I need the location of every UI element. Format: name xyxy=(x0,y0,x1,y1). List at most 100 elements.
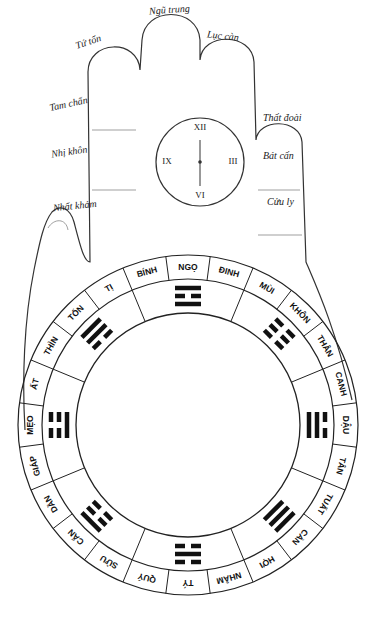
compass-ring xyxy=(18,255,358,595)
trigram xyxy=(82,501,112,531)
band-divider xyxy=(231,528,244,559)
trigram-line xyxy=(99,518,106,525)
trigram xyxy=(175,546,201,562)
direction-name: NHÂM xyxy=(215,570,242,585)
clock-numeral: VI xyxy=(194,191,206,201)
direction-name: CÀN xyxy=(290,527,309,546)
thumb-nail xyxy=(48,221,68,230)
ring-cell: BÍNH xyxy=(134,264,161,281)
trigram-line xyxy=(281,336,288,343)
direction-name: QUÝ xyxy=(137,571,157,584)
band-divider xyxy=(53,468,84,481)
finger-label: Thất đoài xyxy=(262,112,303,123)
cell-divider xyxy=(166,570,169,594)
ring-circle xyxy=(42,279,334,571)
trigram-line xyxy=(323,428,328,438)
ring-cell: ẤT xyxy=(28,375,42,393)
trigram-line xyxy=(105,513,112,520)
trigram xyxy=(264,319,294,349)
cell-divider xyxy=(123,560,132,582)
direction-name: DẬU xyxy=(342,416,351,434)
cell-divider xyxy=(244,268,253,290)
trigram xyxy=(309,412,325,438)
trigram-line xyxy=(65,412,70,438)
band-divider xyxy=(231,290,244,321)
ring-circle xyxy=(76,313,300,537)
trigram-line xyxy=(88,507,95,514)
ring-cell: DẬU xyxy=(341,414,352,436)
finger-label: Lục càn xyxy=(206,28,241,42)
trigram xyxy=(82,319,112,349)
trigram-line xyxy=(57,412,62,422)
trigram-line xyxy=(175,544,185,549)
cell-divider xyxy=(207,570,210,594)
finger-label: Bát cấn xyxy=(262,150,295,161)
trigram-line xyxy=(93,501,100,508)
finger-label: Nhị khôn xyxy=(49,143,89,159)
ring-cell: THÌN xyxy=(41,333,62,359)
ring-circle xyxy=(18,255,358,595)
cell-divider xyxy=(277,541,292,560)
cell-divider xyxy=(207,256,210,280)
trigram-line xyxy=(82,319,100,337)
direction-name: MÙI xyxy=(258,281,276,296)
finger-label: Tứ tốn xyxy=(73,32,103,51)
trigram xyxy=(51,412,67,438)
direction-name: DẦN xyxy=(43,494,60,514)
ring-cell: TÝ xyxy=(181,578,196,589)
trigram-line xyxy=(175,560,185,565)
band-divider xyxy=(132,290,145,321)
direction-name: TỐN xyxy=(67,304,86,323)
direction-name: TÝ xyxy=(183,579,194,588)
cell-divider xyxy=(53,514,72,529)
cell-divider xyxy=(333,444,357,447)
cell-divider xyxy=(85,541,100,560)
cell-divider xyxy=(323,360,345,369)
direction-name: ĐINH xyxy=(218,266,240,280)
ring-cell: QUÝ xyxy=(135,570,159,586)
trigram-line xyxy=(270,325,277,332)
trigram-line xyxy=(191,560,201,565)
ring-cell: TÂN xyxy=(333,454,349,477)
trigram-line xyxy=(264,330,271,337)
trigram-line xyxy=(105,330,112,337)
trigram-line xyxy=(82,513,100,531)
trigram xyxy=(175,288,201,304)
clock-numeral: III xyxy=(228,157,239,167)
clock-numeral: IX xyxy=(161,157,173,167)
direction-name: NGỌ xyxy=(178,263,197,272)
trigram-line xyxy=(191,544,201,549)
direction-name: TỊ xyxy=(104,283,115,294)
ring-cell: NGỌ xyxy=(176,262,199,273)
ring-cell: MÙI xyxy=(256,279,278,298)
trigram-line xyxy=(323,412,328,422)
cell-divider xyxy=(323,481,345,490)
trigram-line xyxy=(175,294,185,299)
finger-label: Cửu ly xyxy=(266,196,295,207)
clock-numeral: XII xyxy=(193,123,208,133)
cell-divider xyxy=(53,322,72,337)
ring-cell: SỬU xyxy=(96,552,121,573)
trigram-line xyxy=(57,428,62,438)
ring-cell: TỐN xyxy=(65,302,88,325)
cell-divider xyxy=(19,403,43,406)
trigram-line xyxy=(287,330,294,337)
trigram-line xyxy=(276,319,283,326)
direction-name: BÍNH xyxy=(136,266,158,280)
direction-name: SỬU xyxy=(99,553,120,570)
ring-cell: GIÁP xyxy=(27,453,44,480)
direction-name: MẸO xyxy=(26,415,35,434)
direction-name: GIÁP xyxy=(29,455,43,477)
trigram-line xyxy=(276,342,283,349)
cell-divider xyxy=(166,256,169,280)
direction-name: CẤN xyxy=(67,527,86,546)
cell-divider xyxy=(304,514,323,529)
direction-name: TÂN xyxy=(334,456,347,475)
ring-cell: MẸO xyxy=(25,413,36,436)
trigram-line xyxy=(49,428,54,438)
ring-cell: TỊ xyxy=(101,281,116,296)
cell-divider xyxy=(19,444,43,447)
ring-cell: DẦN xyxy=(41,492,61,517)
band-divider xyxy=(53,369,84,382)
